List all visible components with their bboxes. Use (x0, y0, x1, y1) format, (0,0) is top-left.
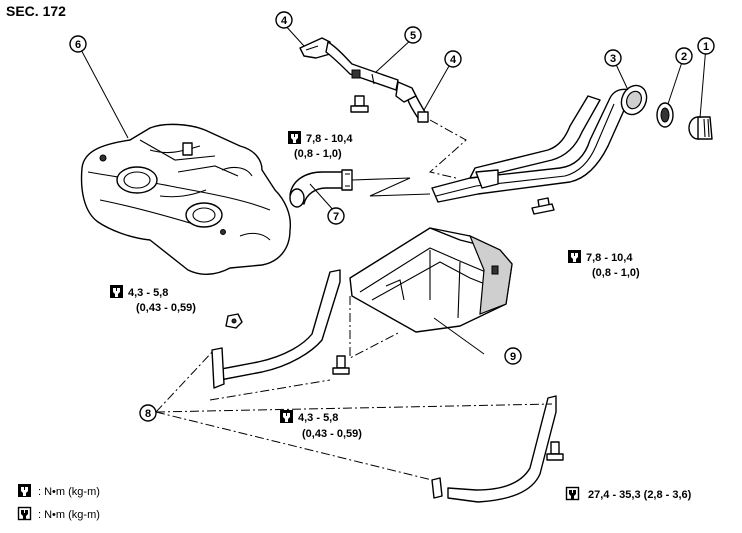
legend-text-1: : N•m (kg-m) (38, 486, 100, 498)
torque-spec-strap-bolt: 4,3 - 5,8 (0,43 - 0,59) (280, 410, 362, 440)
torque-line-2: (0,43 - 0,59) (136, 302, 196, 314)
vent-dash-line (428, 119, 467, 179)
callout-5-label: 5 (410, 30, 416, 42)
callout-9-label: 9 (510, 351, 516, 363)
callout-9: 9 (504, 347, 522, 365)
strap-bolt-center (332, 355, 350, 375)
torque-spec-front-strap: 27,4 - 35,3 (2,8 - 3,6) (565, 486, 692, 501)
torque-line-2: (0,8 - 1,0) (294, 148, 342, 160)
callout-6: 6 (69, 35, 87, 53)
strap-dash-lines (155, 349, 553, 481)
torque-spec-strap-nut: 4,3 - 5,8 (0,43 - 0,59) (110, 285, 196, 314)
callout-8: 8 (139, 404, 157, 422)
callout-1-label: 1 (703, 41, 709, 53)
callout-4-upper: 4 (275, 11, 293, 29)
shield-dash-line (349, 296, 401, 359)
legend-text-2: : N•m (kg-m) (38, 509, 100, 521)
torque-line-1: 4,3 - 5,8 (298, 412, 338, 424)
callout-4-lower-label: 4 (450, 54, 457, 66)
filler-hose (289, 169, 353, 208)
mounting-strap-rear (211, 269, 341, 389)
vent-hose-upper (299, 37, 331, 59)
filler-tube (431, 84, 648, 203)
callout-4-upper-label: 4 (281, 15, 288, 27)
fuel-tank (80, 123, 292, 275)
callout-3: 3 (604, 49, 622, 67)
heat-shield (349, 227, 513, 333)
torque-wrench-icon (18, 484, 31, 497)
callout-4-lower: 4 (444, 50, 462, 68)
torque-line-2: (0,8 - 1,0) (592, 267, 640, 279)
filler-cap-gasket (656, 102, 674, 128)
strap-bolt-front (546, 441, 564, 461)
vent-tube (325, 41, 399, 91)
torque-wrench-icon (280, 410, 293, 423)
callout-6-label: 6 (75, 39, 81, 51)
filler-cap (688, 116, 713, 140)
callout-5: 5 (404, 26, 422, 44)
callout-8-label: 8 (145, 408, 151, 420)
callout-2: 2 (675, 47, 693, 65)
torque-spec-vent-bolt: 7,8 - 10,4 (0,8 - 1,0) (288, 131, 353, 160)
torque-wrench-icon (288, 131, 301, 144)
section-label: SEC. 172 (6, 3, 66, 19)
callout-2-label: 2 (681, 51, 687, 63)
filler-tube-bolt (531, 197, 555, 215)
callout-3-label: 3 (610, 53, 616, 65)
torque-line-1: 7,8 - 10,4 (586, 252, 633, 264)
torque-line-1: 4,3 - 5,8 (128, 287, 168, 299)
vent-hose-lower (395, 81, 429, 123)
torque-spec-filler-bolt: 7,8 - 10,4 (0,8 - 1,0) (568, 250, 640, 279)
break-line (351, 177, 431, 197)
callout-7-label: 7 (333, 211, 339, 223)
torque-wrench-icon (568, 250, 581, 263)
callout-7: 7 (327, 207, 345, 225)
torque-line-1: 7,8 - 10,4 (306, 133, 353, 145)
callout-1: 1 (697, 37, 715, 55)
strap-nut (225, 313, 243, 329)
mounting-strap-front (431, 395, 557, 503)
torque-wrench-outline-icon (17, 506, 32, 521)
torque-wrench-icon (110, 285, 123, 298)
torque-wrench-outline-icon (565, 486, 580, 501)
legend: : N•m (kg-m) : N•m (kg-m) (17, 484, 100, 521)
torque-line-1: 27,4 - 35,3 (2,8 - 3,6) (588, 489, 692, 501)
torque-line-2: (0,43 - 0,59) (302, 428, 362, 440)
vent-bolt (350, 95, 369, 113)
